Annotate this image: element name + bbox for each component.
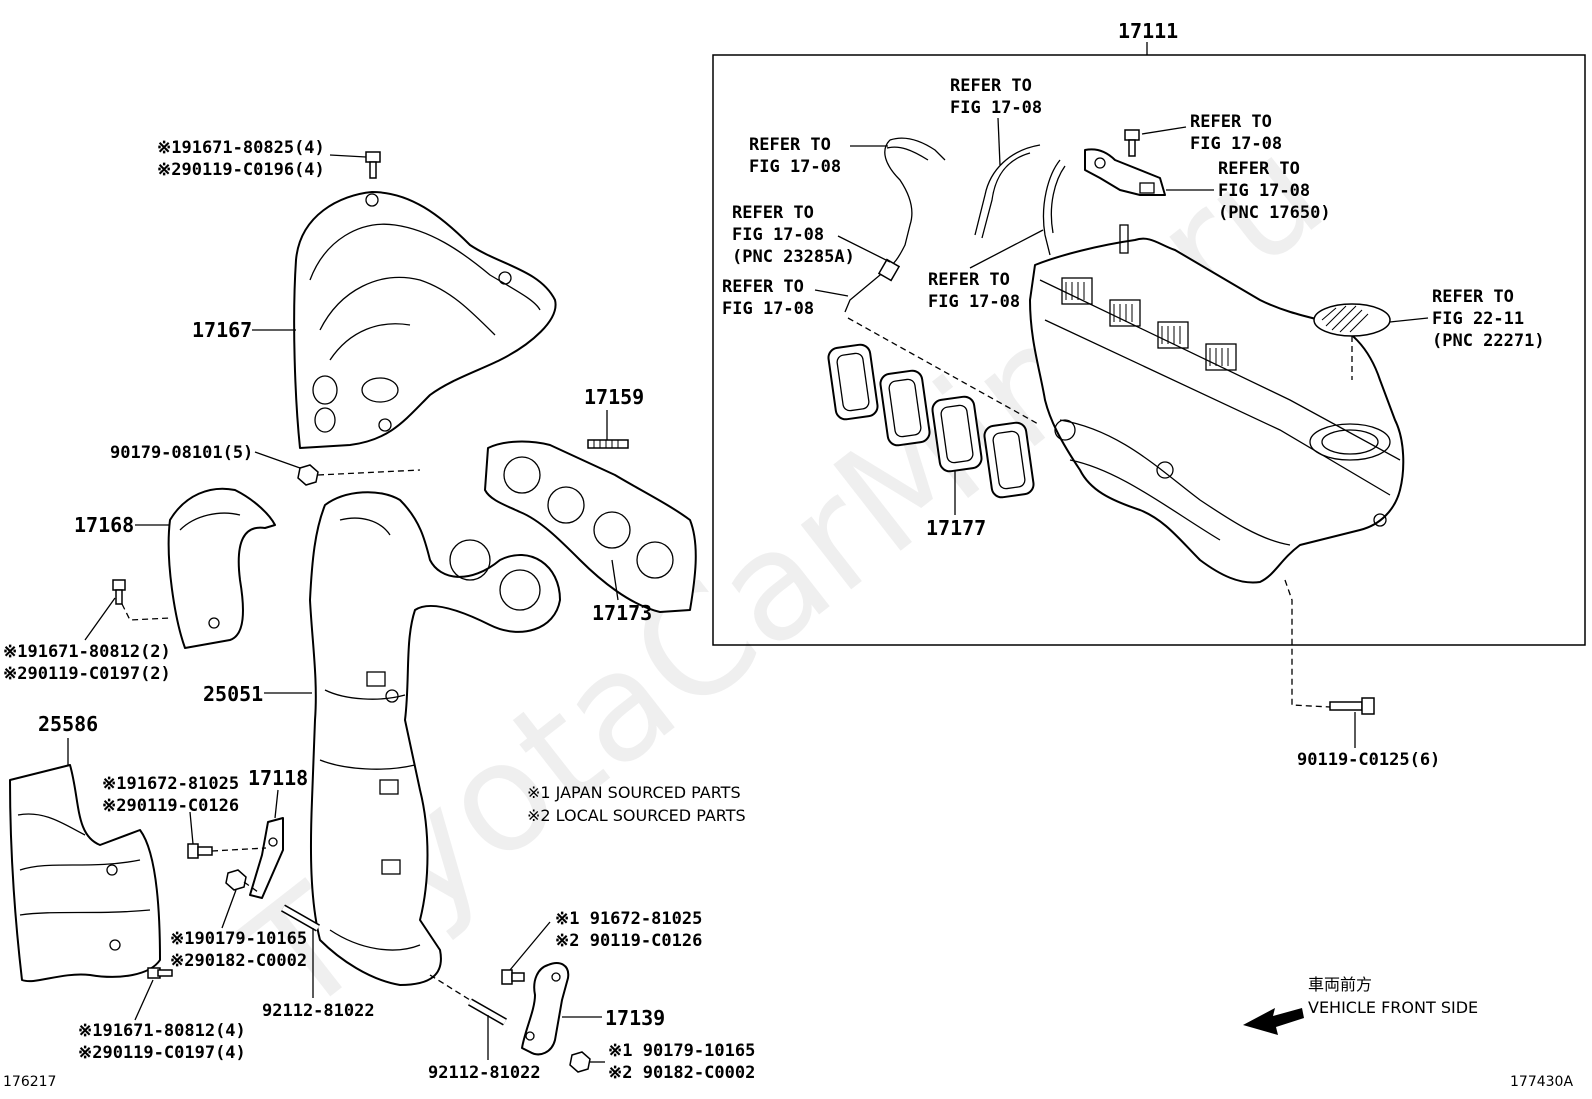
ref-label-3a[interactable]: REFER TO (732, 203, 814, 223)
part-17168-label[interactable]: 17168 (74, 513, 134, 537)
stud-icon (468, 998, 507, 1026)
ref-label-5b[interactable]: FIG 17-08 (928, 292, 1020, 312)
exhaust-manifold-stay[interactable] (249, 817, 284, 899)
part-17159-label[interactable]: 17159 (584, 385, 644, 409)
fastener-label-4b[interactable]: ※290119-C0126 (102, 796, 239, 816)
bolt-icon (1329, 697, 1375, 715)
fastener-label-3a[interactable]: ※191671-80812(2) (3, 642, 171, 662)
ventilation-hose (844, 137, 946, 313)
fastener-label-4a[interactable]: ※191672-81025 (102, 774, 239, 794)
fastener-label-2[interactable]: 90179-08101(5) (110, 443, 253, 463)
part-17167-label[interactable]: 17167 (192, 318, 252, 342)
fastener-label-10b[interactable]: ※2 90182-C0002 (608, 1063, 755, 1083)
ref-label-4b[interactable]: FIG 17-08 (722, 299, 814, 319)
nut-icon (225, 869, 247, 891)
bolt-icon (147, 967, 173, 979)
fastener-label-10a[interactable]: ※1 90179-10165 (608, 1041, 755, 1061)
stud-icon (281, 904, 320, 932)
front-arrow-icon (1243, 1008, 1304, 1035)
corner-right-code: 177430A (1510, 1074, 1573, 1090)
note-japan-sourced: ※1 JAPAN SOURCED PARTS (527, 783, 741, 802)
ref-label-7b[interactable]: FIG 17-08 (1190, 134, 1282, 154)
part-17118-label[interactable]: 17118 (248, 766, 308, 790)
part-25051-label[interactable]: 25051 (203, 682, 263, 706)
fastener-label-5b[interactable]: ※290182-C0002 (170, 951, 307, 971)
ref-label-6b[interactable]: FIG 17-08 (1218, 181, 1310, 201)
bolt-icon (501, 969, 525, 985)
fastener-label-7b[interactable]: ※290119-C0197(4) (78, 1043, 246, 1063)
nut-icon (297, 464, 319, 486)
ref-label-2a[interactable]: REFER TO (950, 76, 1032, 96)
vacuum-hose (974, 144, 1066, 256)
corner-left-code: 176217 (3, 1074, 56, 1090)
part-17139-label[interactable]: 17139 (605, 1006, 665, 1030)
ref-label-1b[interactable]: FIG 17-08 (749, 157, 841, 177)
fastener-label-6[interactable]: 92112-81022 (262, 1001, 375, 1021)
part-17111-label[interactable]: 17111 (1118, 19, 1178, 43)
bolt-icon (112, 579, 126, 605)
ref-label-3c[interactable]: (PNC 23285A) (732, 247, 855, 267)
exhaust-manifold-converter[interactable] (309, 491, 561, 986)
intake-manifold-gaskets[interactable] (827, 343, 1035, 499)
ref-label-5a[interactable]: REFER TO (928, 270, 1010, 290)
exhaust-manifold-gasket[interactable] (484, 440, 697, 613)
ref-label-8b[interactable]: FIG 22-11 (1432, 309, 1524, 329)
front-label-jp: 車両前方 (1308, 975, 1372, 994)
ref-label-3b[interactable]: FIG 17-08 (732, 225, 824, 245)
fastener-label-1a[interactable]: ※191671-80825(4) (157, 138, 325, 158)
front-label-en: VEHICLE FRONT SIDE (1308, 998, 1478, 1017)
intake-manifold[interactable] (1029, 224, 1405, 584)
ref-label-8a[interactable]: REFER TO (1432, 287, 1514, 307)
part-25586-label[interactable]: 25586 (38, 712, 98, 736)
stud-icon (587, 439, 629, 449)
fastener-label-3b[interactable]: ※290119-C0197(2) (3, 664, 171, 684)
exhaust-manifold-heat-insulator[interactable] (293, 191, 557, 449)
fastener-label-1b[interactable]: ※290119-C0196(4) (157, 160, 325, 180)
bolt-icon (1124, 129, 1140, 157)
ref-label-1a[interactable]: REFER TO (749, 135, 831, 155)
fastener-label-5a[interactable]: ※190179-10165 (170, 929, 307, 949)
bolt-icon (187, 843, 213, 859)
exhaust-manifold-stay-heat-insulator[interactable] (167, 487, 276, 649)
fastener-label-9a[interactable]: ※1 91672-81025 (555, 909, 702, 929)
ref-label-6a[interactable]: REFER TO (1218, 159, 1300, 179)
fastener-label-9b[interactable]: ※2 90119-C0126 (555, 931, 702, 951)
note-local-sourced: ※2 LOCAL SOURCED PARTS (527, 806, 746, 825)
throttle-gasket (1313, 303, 1391, 337)
fastener-label-11[interactable]: 90119-C0125(6) (1297, 750, 1440, 770)
intake-manifold-box (712, 54, 1586, 646)
bolt-icon (365, 151, 381, 179)
exhaust-pipe-heat-insulator[interactable] (9, 764, 161, 983)
ref-label-8c[interactable]: (PNC 22271) (1432, 331, 1545, 351)
fastener-label-8[interactable]: 92112-81022 (428, 1063, 541, 1083)
fastener-label-7a[interactable]: ※191671-80812(4) (78, 1021, 246, 1041)
nut-icon (569, 1051, 591, 1073)
ref-label-4a[interactable]: REFER TO (722, 277, 804, 297)
part-17177-label[interactable]: 17177 (926, 516, 986, 540)
vsv-bracket (1084, 148, 1166, 196)
part-17173-label[interactable]: 17173 (592, 601, 652, 625)
ref-label-6c[interactable]: (PNC 17650) (1218, 203, 1331, 223)
ref-label-2b[interactable]: FIG 17-08 (950, 98, 1042, 118)
ref-label-7a[interactable]: REFER TO (1190, 112, 1272, 132)
exhaust-pipe-support-stay[interactable] (521, 962, 570, 1056)
